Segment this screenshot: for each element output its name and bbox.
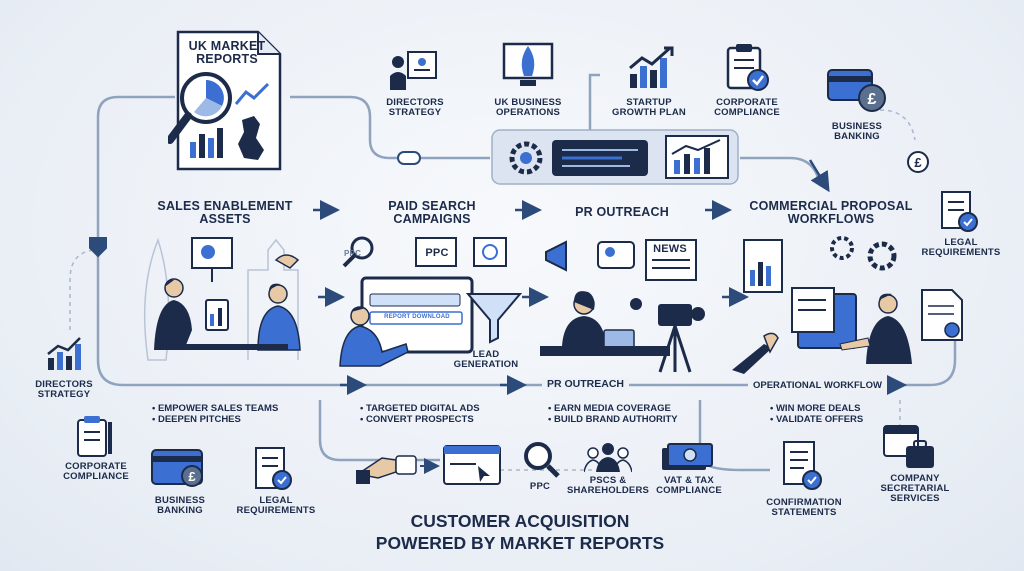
business-banking-left-label: BUSINESS BANKING bbox=[154, 495, 206, 516]
certificate-icon bbox=[921, 289, 963, 341]
uk-office-icon bbox=[502, 42, 554, 86]
pr-broadcast-scene bbox=[540, 239, 705, 373]
legal-requirements-right-label: LEGAL REQUIREMENTS bbox=[921, 237, 1001, 258]
legal-document-icon bbox=[941, 191, 978, 232]
ppc-small-label: PPC bbox=[344, 249, 362, 258]
directors-strategy-left-label: DIRECTORS STRATEGY bbox=[35, 379, 93, 400]
bullet-item: TARGETED DIGITAL ADS bbox=[360, 403, 480, 415]
pound-coin-icon: £ bbox=[907, 151, 929, 173]
news-headline: NEWS bbox=[653, 243, 687, 255]
uk-market-report-document bbox=[168, 30, 282, 171]
commercial-proposal-workflows-label: COMMERCIAL PROPOSAL WORKFLOWS bbox=[749, 199, 913, 227]
bullet-item: CONVERT PROSPECTS bbox=[360, 414, 480, 426]
card-and-pound-icon: £ bbox=[827, 69, 886, 112]
paid-search-scene bbox=[339, 236, 523, 367]
legal-doc-left-icon bbox=[255, 447, 292, 490]
paid-bullets: TARGETED DIGITAL ADS CONVERT PROSPECTS bbox=[360, 403, 480, 426]
confirmation-statements-label: CONFIRMATION STATEMENTS bbox=[766, 497, 842, 518]
vat-tax-compliance-label: VAT & TAX COMPLIANCE bbox=[656, 475, 722, 496]
directors-chart-icon bbox=[47, 337, 81, 370]
pscs-shareholders-label: PSCs & SHAREHOLDERS bbox=[566, 475, 650, 496]
ppc-bottom-label: PPC bbox=[529, 481, 551, 492]
bullet-item: BUILD BRAND AUTHORITY bbox=[548, 414, 678, 426]
svg-text:£: £ bbox=[188, 469, 196, 484]
banking-card-icon: £ bbox=[151, 449, 203, 487]
footer-line-1: CUSTOMER ACQUISITION bbox=[410, 511, 630, 531]
corporate-compliance-left-label: CORPORATE COMPLIANCE bbox=[63, 461, 129, 482]
svg-text:£: £ bbox=[868, 91, 877, 108]
corporate-compliance-label: CORPORATE COMPLIANCE bbox=[714, 97, 780, 118]
corporate-clipboard-icon bbox=[77, 416, 112, 457]
bullet-item: EARN MEDIA COVERAGE bbox=[548, 403, 678, 415]
startup-growth-plan-label: STARTUP GROWTH PLAN bbox=[612, 97, 686, 118]
handoff-browser-icon bbox=[356, 445, 501, 485]
bullet-item: EMPOWER SALES TEAMS bbox=[152, 403, 278, 415]
report-download-field: REPORT DOWNLOAD bbox=[384, 314, 450, 320]
commercial-bullets: WIN MORE DEALS VALIDATE OFFERS bbox=[770, 403, 863, 426]
pr-outreach-label: PR OUTREACH bbox=[575, 205, 669, 219]
growth-chart-icon bbox=[629, 46, 674, 88]
tax-banknote-icon bbox=[662, 443, 713, 470]
bullet-item: WIN MORE DEALS bbox=[770, 403, 863, 415]
sales-bullets: EMPOWER SALES TEAMS DEEPEN PITCHES bbox=[152, 403, 278, 426]
uk-business-operations-label: UK BUSINESS OPERATIONS bbox=[494, 97, 562, 118]
proposal-workflow-scene bbox=[732, 236, 912, 374]
bullet-item: DEEPEN PITCHES bbox=[152, 414, 278, 426]
report-title: UK MARKET REPORTS bbox=[188, 39, 266, 67]
footer-line-2: POWERED BY MARKET REPORTS bbox=[375, 532, 665, 553]
sales-meeting-scene bbox=[143, 237, 301, 361]
confirmation-document-icon bbox=[783, 441, 822, 490]
process-dashboard-panel bbox=[491, 129, 739, 185]
company-secretarial-label: COMPANY SECRETARIAL SERVICES bbox=[880, 473, 950, 504]
compliance-clipboard-icon bbox=[726, 44, 769, 91]
ppc-magnifier-icon bbox=[524, 442, 560, 478]
lead-generation-label: LEAD GENERATION bbox=[453, 349, 519, 370]
band-pr-outreach: PR OUTREACH bbox=[542, 378, 630, 390]
bullet-item: VALIDATE OFFERS bbox=[770, 414, 863, 426]
sales-enablement-assets-label: SALES ENABLEMENT ASSETS bbox=[157, 199, 293, 227]
svg-text:£: £ bbox=[914, 155, 922, 170]
shareholders-icon bbox=[584, 443, 632, 473]
business-banking-top-label: BUSINESS BANKING bbox=[831, 121, 883, 142]
ppc-tag-label: PPC bbox=[425, 247, 449, 259]
pr-bullets: EARN MEDIA COVERAGE BUILD BRAND AUTHORIT… bbox=[548, 403, 678, 426]
calendar-briefcase-icon bbox=[883, 425, 934, 468]
legal-requirements-left-label: LEGAL REQUIREMENTS bbox=[236, 495, 316, 516]
footer-title: CUSTOMER ACQUISITION POWERED BY MARKET R… bbox=[330, 511, 710, 555]
presenter-board-icon bbox=[390, 51, 437, 90]
directors-strategy-label: DIRECTORS STRATEGY bbox=[386, 97, 444, 118]
band-operational-workflow: OPERATIONAL WORKFLOW bbox=[748, 380, 887, 391]
paid-search-campaigns-label: PAID SEARCH CAMPAIGNS bbox=[388, 199, 476, 227]
